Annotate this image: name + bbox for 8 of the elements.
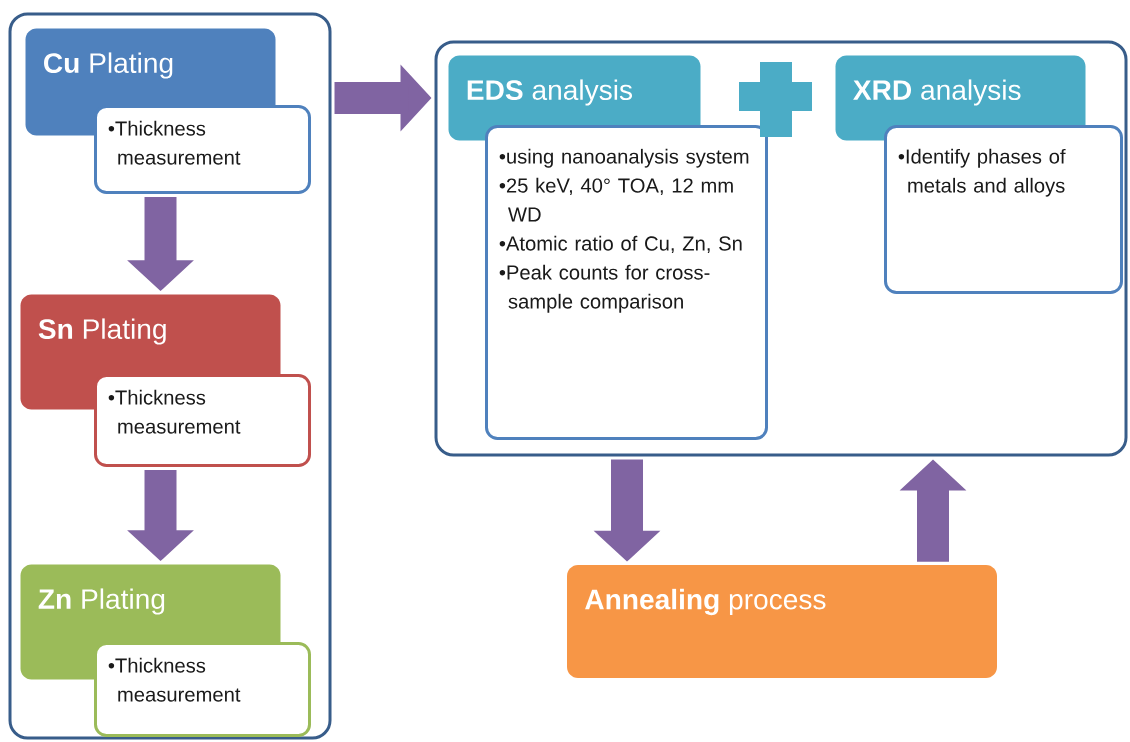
bullet-text: •Atomic ratio of Cu, Zn, Sn [499, 235, 742, 254]
group-frame [434, 40, 1128, 457]
group-frame [8, 12, 332, 740]
bullet-text: •using nanoanalysis system [499, 148, 749, 168]
heading-box: Annealing process [567, 565, 997, 678]
bullet-text: •25 keV, 40° TOA, 12 mm WD [499, 177, 733, 222]
bullet-text: •Identify phases of metals and alloys [898, 148, 1066, 197]
bullet-text: •Peak counts for cross-sample comparison [499, 264, 710, 313]
